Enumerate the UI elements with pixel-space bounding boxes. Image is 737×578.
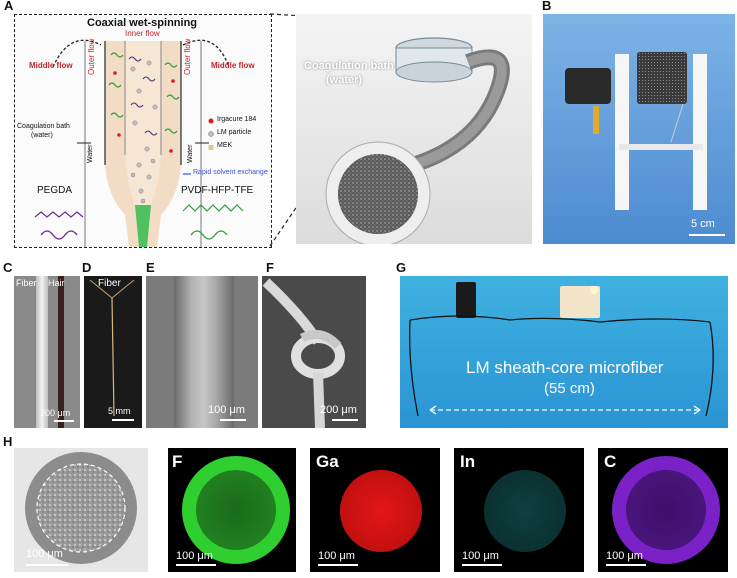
sem-cross-section: 100 μm <box>14 448 148 572</box>
fiber-render-graphic <box>325 37 510 244</box>
c-hair-label: Hair <box>48 278 65 288</box>
edx-c-core <box>626 470 706 550</box>
edx-ga-core <box>340 470 422 552</box>
h-sem-scalebar-text: 100 μm <box>26 548 63 560</box>
middle-flow-left-label: Middle flow <box>29 61 73 70</box>
render-coag-bath-label: Coagulation bath <box>304 60 394 72</box>
fiber-hair-photo: Fiber Hair 200 μm <box>14 276 80 428</box>
panel-label-a: A <box>4 0 14 13</box>
f-scalebar <box>332 419 358 421</box>
d-scalebar-text: 5 mm <box>108 406 131 416</box>
edx-ga-scalebar-text: 100 μm <box>318 550 355 562</box>
h-sem-scalebar <box>26 564 68 566</box>
f-scalebar-text: 200 μm <box>320 404 357 416</box>
edx-f-scalebar <box>176 564 216 566</box>
legend-irgacure: Irgacure 184 <box>217 116 257 123</box>
edx-f-scalebar-text: 100 μm <box>176 550 213 562</box>
schematic-panel: Coaxial wet-spinning Inner flow Middle f… <box>14 14 272 248</box>
edx-f-core <box>196 470 276 550</box>
fiber-long-photo: Fiber 5 mm <box>84 276 142 428</box>
coag-bath-sub-label: (water) <box>31 132 53 139</box>
e-scalebar <box>220 419 246 421</box>
panel-label-c: C <box>3 260 13 275</box>
fiber-hanging-graphic <box>89 279 135 417</box>
sem-knot-photo: 200 μm <box>262 276 366 428</box>
edx-map-in: In 100 μm <box>454 448 584 572</box>
d-fiber-label: Fiber <box>98 278 121 289</box>
sem-fiber-body <box>174 276 234 428</box>
pvdf-label: PVDF-HFP-TFE <box>181 185 254 196</box>
collector-apparatus-graphic <box>565 52 707 210</box>
panel-label-e: E <box>146 260 155 275</box>
legend-lm-particle: LM particle <box>217 129 252 136</box>
edx-ga-label: Ga <box>316 452 339 471</box>
panel-label-d: D <box>82 260 92 275</box>
edx-map-f: F 100 μm <box>168 448 296 572</box>
hair-strand <box>58 276 64 428</box>
edx-in-scalebar-text: 100 μm <box>462 550 499 562</box>
d-scalebar <box>112 419 134 421</box>
edx-f-label: F <box>172 452 183 471</box>
knot-graphic <box>262 278 345 428</box>
edx-c-scalebar-text: 100 μm <box>606 550 643 562</box>
schematic-title: Coaxial wet-spinning <box>87 17 198 29</box>
edx-in-label: In <box>460 452 476 471</box>
edx-c-label: C <box>604 452 617 471</box>
solvent-exchange-label: Rapid solvent exchange <box>193 169 268 176</box>
inner-flow-label: Inner flow <box>125 29 160 38</box>
e-scalebar-text: 100 μm <box>208 404 245 416</box>
fiber-strand <box>36 276 48 428</box>
coag-bath-label: Coagulation bath <box>17 123 70 130</box>
g-length: (55 cm) <box>544 380 595 397</box>
c-scalebar-text: 200 μm <box>40 408 71 418</box>
coaxial-nozzle-diagram <box>34 39 244 247</box>
b-scalebar-text: 5 cm <box>691 218 715 230</box>
sem-fiber-surface: 100 μm <box>146 276 258 428</box>
setup-photo-panel: 5 cm <box>543 14 735 244</box>
legend-mek: MEK <box>217 142 233 149</box>
edx-map-ga: Ga 100 μm <box>310 448 440 572</box>
pegda-label: PEGDA <box>37 185 73 196</box>
edx-ga-scalebar <box>318 564 358 566</box>
edx-in-core <box>484 470 566 552</box>
edx-map-c: C 100 μm <box>598 448 728 572</box>
circuit-graphic <box>409 282 714 417</box>
fiber-render-panel: Coagulation bath (water) <box>296 14 532 244</box>
c-fiber-label: Fiber <box>16 278 37 288</box>
panel-label-f: F <box>266 260 274 275</box>
g-title: LM sheath-core microfiber <box>466 358 664 377</box>
edx-in-scalebar <box>462 564 502 566</box>
panel-label-b: B <box>542 0 552 13</box>
panel-label-h: H <box>3 434 13 449</box>
edx-c-scalebar <box>606 564 646 566</box>
b-scalebar <box>689 234 725 236</box>
c-scalebar <box>54 420 74 422</box>
cross-section-graphic <box>25 452 137 564</box>
circuit-photo: LM sheath-core microfiber (55 cm) <box>400 276 728 428</box>
middle-flow-right-label: Middle flow <box>211 61 255 70</box>
render-coag-bath-sub: (water) <box>326 74 363 86</box>
panel-label-g: G <box>396 260 407 275</box>
